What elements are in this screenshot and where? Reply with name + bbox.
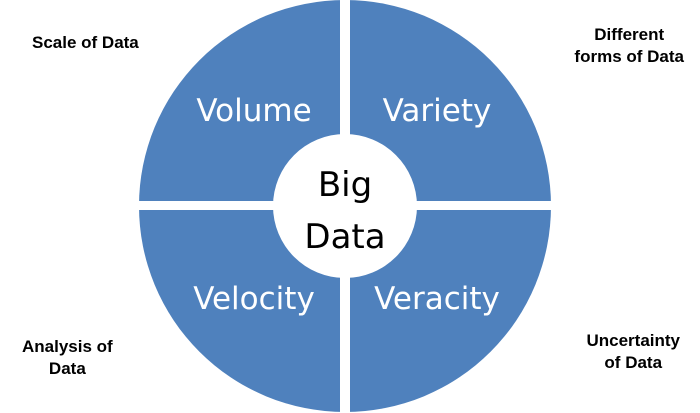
center-circle [273, 134, 417, 278]
quadrant-veracity-label: Veracity [374, 281, 500, 317]
quadrant-volume-label: Volume [196, 93, 311, 129]
annotation-variety: Different forms of Data [574, 24, 684, 68]
annotation-line: forms of Data [574, 47, 684, 66]
annotation-line: of Data [604, 353, 663, 372]
quadrant-variety-label: Variety [383, 93, 492, 129]
annotation-line: Data [48, 359, 86, 378]
annotation-veracity: Uncertainty of Data [586, 330, 680, 374]
annotation-line: Analysis of [22, 337, 113, 356]
annotation-velocity: Analysis of Data [22, 336, 113, 380]
center-label-data: Data [304, 217, 385, 257]
annotation-line: Scale of Data [32, 33, 139, 52]
annotation-line: Different [594, 25, 665, 44]
annotation-line: Uncertainty [586, 331, 680, 350]
quadrant-velocity-label: Velocity [193, 281, 315, 317]
annotation-volume: Scale of Data [32, 32, 139, 54]
center-label-big: Big [318, 165, 372, 205]
